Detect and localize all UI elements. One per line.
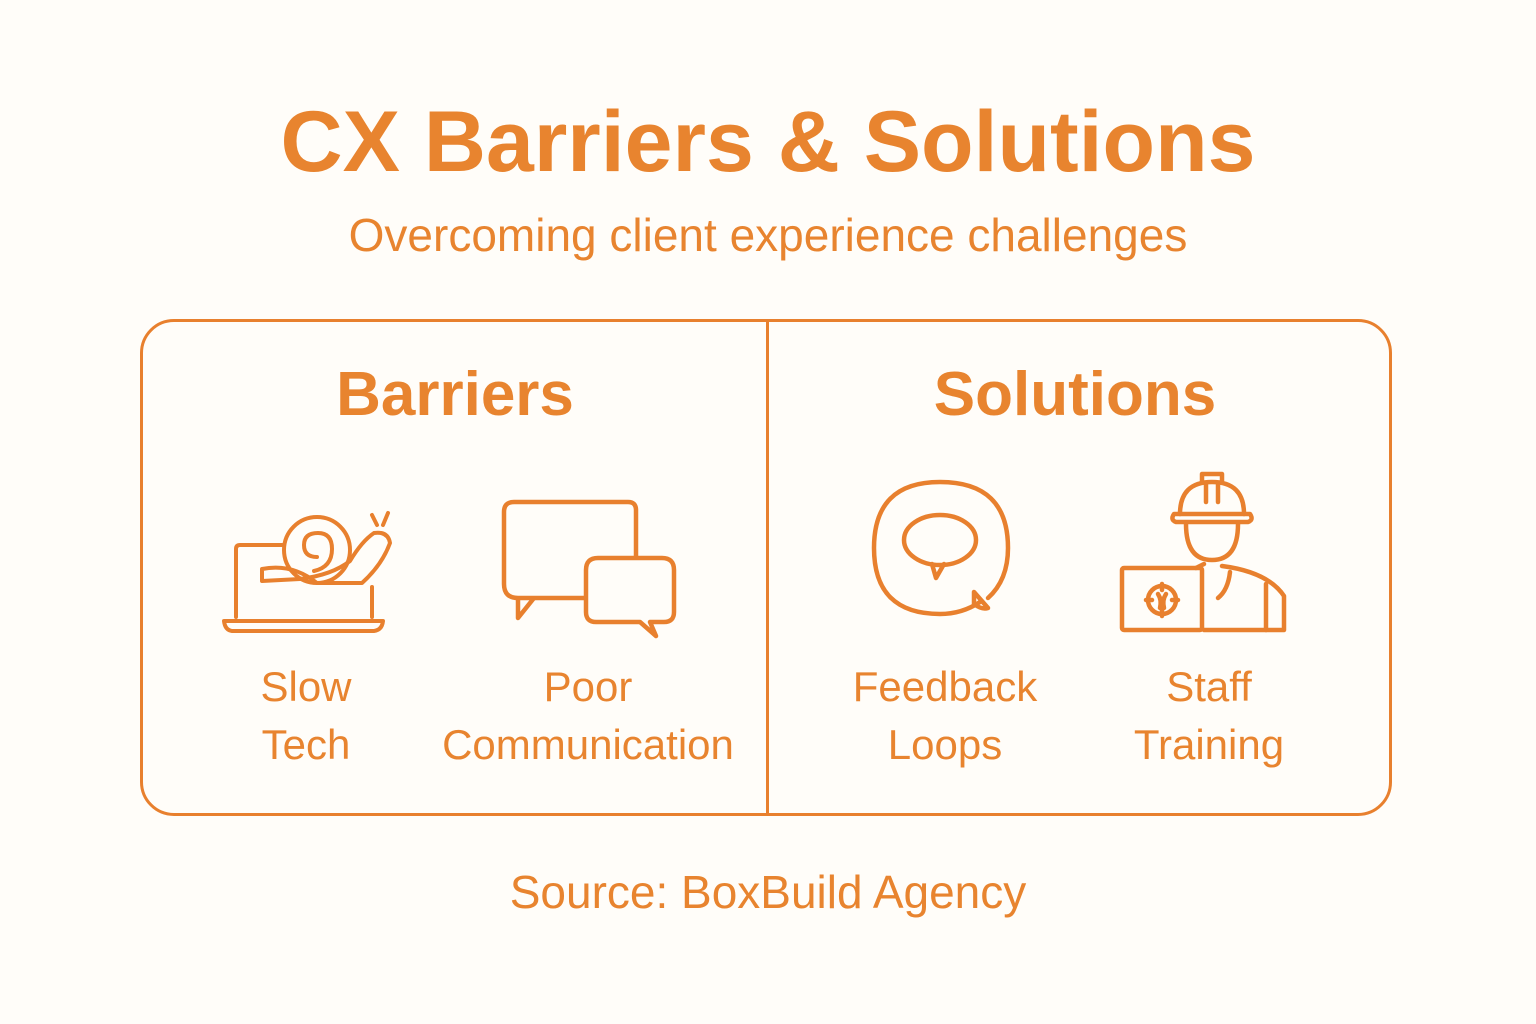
- page-subtitle: Overcoming client experience challenges: [348, 209, 1188, 261]
- label-slow-tech: Slow Tech: [260, 663, 352, 768]
- label-feedback-loops: Feedback Loops: [852, 663, 1038, 768]
- solutions-heading: Solutions: [933, 360, 1217, 429]
- panel-divider: [766, 320, 769, 816]
- snail-laptop-icon: [222, 505, 392, 635]
- page-title: CX Barriers & Solutions: [280, 94, 1256, 190]
- source-caption: Source: BoxBuild Agency: [509, 866, 1027, 918]
- feedback-loop-icon: [870, 479, 1015, 617]
- barriers-heading: Barriers: [336, 360, 574, 429]
- chat-bubbles-icon: [500, 498, 678, 639]
- label-staff-training: Staff Training: [1133, 663, 1285, 768]
- worker-training-icon: [1118, 471, 1290, 634]
- label-poor-communication: Poor Communication: [442, 663, 734, 768]
